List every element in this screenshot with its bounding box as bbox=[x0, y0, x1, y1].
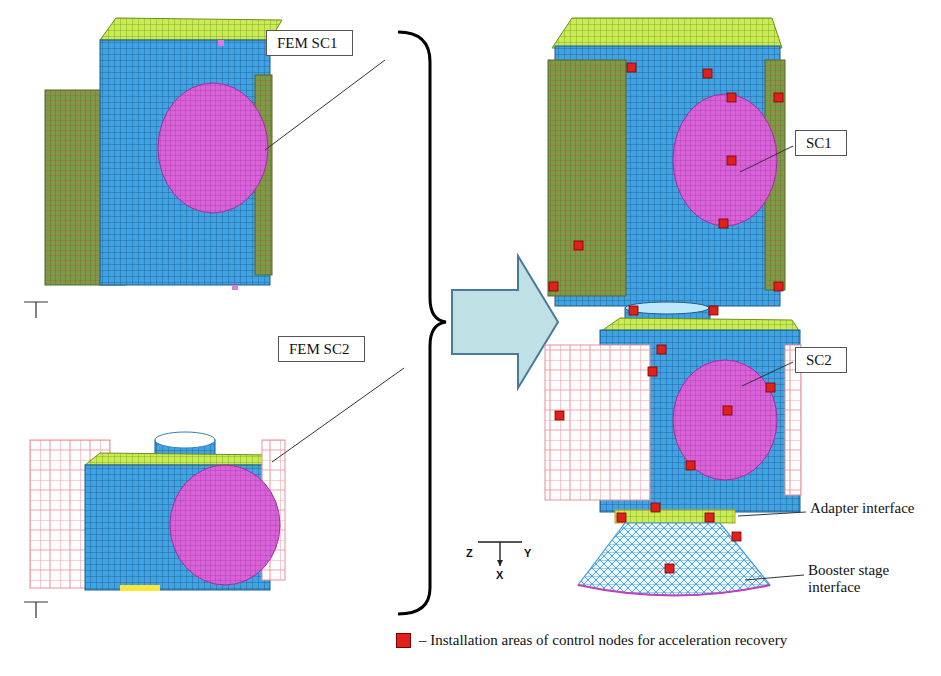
axis-label: Z bbox=[466, 547, 473, 560]
callout-text: SC1 bbox=[806, 134, 836, 152]
legend-entry: – Installation areas of control nodes fo… bbox=[396, 632, 787, 649]
callout-text: FEM SC2 bbox=[289, 340, 354, 358]
axis-label: Y bbox=[524, 547, 531, 560]
callout-text: FEM SC1 bbox=[277, 34, 342, 52]
axis-label: X bbox=[496, 569, 503, 582]
callout-box: FEM SC2 bbox=[278, 336, 365, 362]
part-label: Booster stage interface bbox=[808, 562, 918, 597]
part-label: Adapter interface bbox=[810, 500, 915, 517]
legend-swatch bbox=[396, 633, 411, 648]
callout-box: FEM SC1 bbox=[266, 30, 353, 56]
legend-text: – Installation areas of control nodes fo… bbox=[419, 632, 787, 649]
callout-text: SC2 bbox=[806, 351, 836, 369]
callout-box: SC2 bbox=[795, 347, 847, 373]
callout-box: SC1 bbox=[795, 130, 847, 156]
